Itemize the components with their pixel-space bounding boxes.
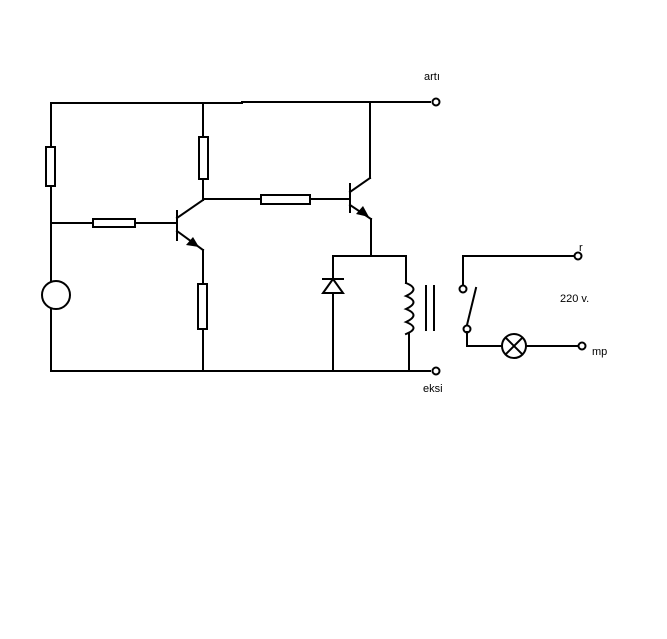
transistor-t1 [175, 198, 205, 252]
positive-terminal [431, 97, 441, 107]
relay-coil [403, 255, 435, 372]
negative-terminal [431, 366, 441, 376]
resistor-r2 [92, 218, 136, 228]
positive-rail [50, 101, 431, 104]
resistor-r3 [198, 136, 209, 180]
relay-contact-switch [458, 284, 478, 334]
lamp [501, 333, 527, 359]
sensor [41, 280, 71, 310]
phase-label: r [579, 242, 583, 254]
resistor-r5 [260, 194, 311, 205]
diode [321, 277, 345, 294]
resistor-r1 [45, 146, 56, 187]
phase-terminal [573, 251, 583, 261]
neutral-label: mp [592, 346, 608, 358]
resistor-r4 [197, 283, 208, 330]
positive-label: artı [424, 71, 440, 83]
transistor-t2 [348, 176, 373, 221]
negative-label: eksi [423, 383, 443, 395]
neutral-terminal [577, 341, 587, 351]
voltage-label: 220 v. [560, 293, 590, 305]
